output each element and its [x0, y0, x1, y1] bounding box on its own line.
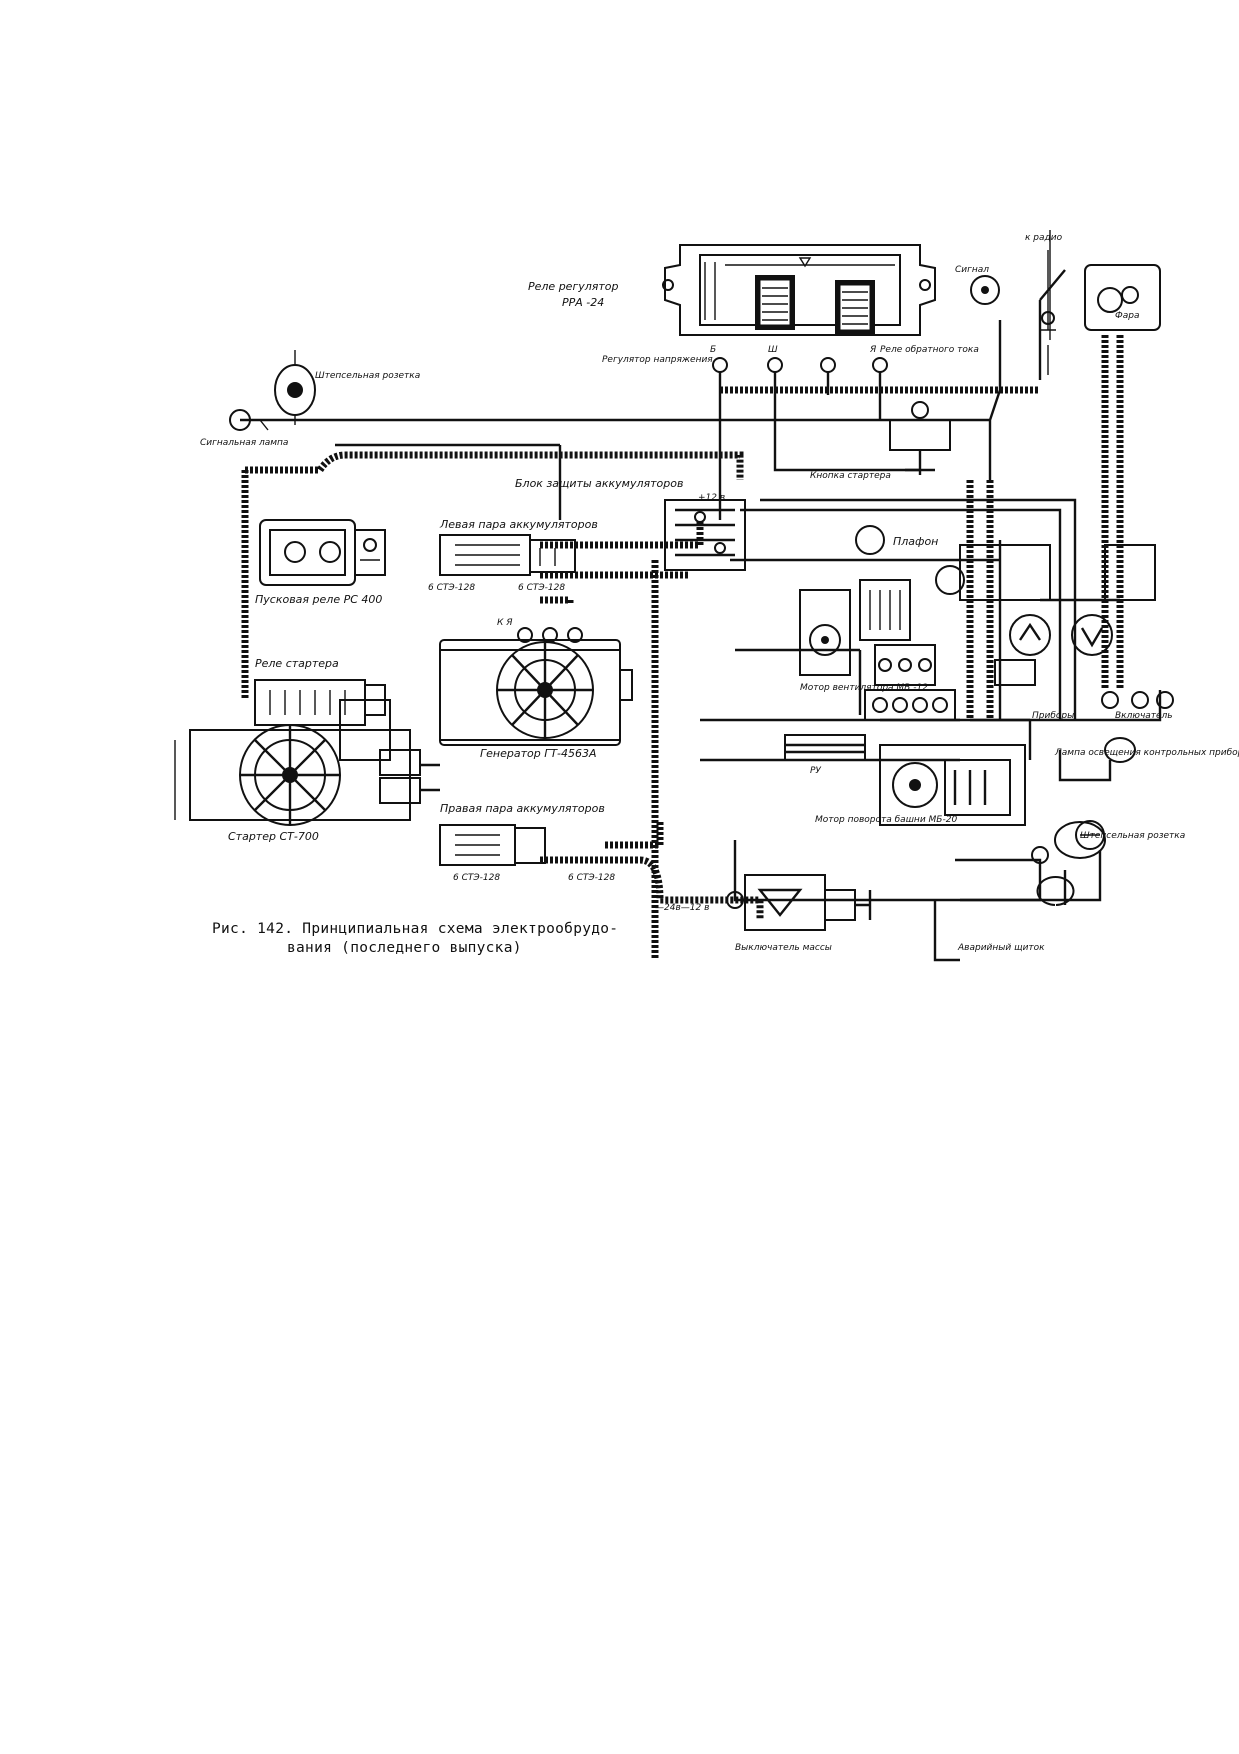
label-terminal-b: Б	[710, 345, 716, 355]
starter-group	[174, 679, 440, 826]
label-battery-switch: Выключатель массы	[735, 943, 832, 953]
label-battery-6st: 6 СТЭ-128	[428, 583, 475, 593]
label-left-battery-pair: Левая пара аккумуляторов	[439, 518, 598, 531]
label-to-radio: к радио	[1025, 233, 1063, 243]
label-sign-vklyuchatel: Включатель	[1115, 711, 1173, 721]
label-battery-6st-d: 6 СТЭ-128	[568, 873, 615, 883]
label-reverse-current-relay: Реле обратного тока	[880, 345, 979, 355]
label-start-relay: Пусковая реле РС 400	[255, 593, 382, 606]
start-relay	[259, 519, 386, 586]
figure-caption: Рис. 142. Принципиальная схема электрооб…	[212, 920, 732, 958]
label-test-socket-2: Штепсельная розетка	[1080, 831, 1185, 841]
label-sign-pribory: Приборы	[1032, 711, 1074, 721]
label-instrument-lamp: Лампа освещения контрольных приборов	[1054, 748, 1239, 758]
battery-protection-block	[664, 499, 746, 571]
label-turret-motor: Мотор поворота башни МБ-20	[815, 815, 957, 825]
label-ru: РУ	[810, 766, 821, 776]
instrument-panel	[959, 544, 1174, 709]
label-plus-12v: +12 в	[698, 493, 725, 503]
label-terminal-sh: Ш	[768, 345, 778, 355]
label-battery-protection: Блок защиты аккумуляторов	[515, 477, 683, 490]
headlight-group	[970, 250, 1161, 375]
label-battery-6st-c: 6 СТЭ-128	[453, 873, 500, 883]
label-starter-relay: Реле стартера	[255, 657, 339, 670]
right-battery-pair	[439, 824, 546, 866]
label-starter-button: Кнопка стартера	[810, 471, 891, 481]
left-battery-pair	[439, 534, 576, 576]
label-signal-lamp: Сигнальная лампа	[200, 438, 288, 448]
label-test-socket: Штепсельная розетка	[315, 371, 420, 381]
label-plafond: Плафон	[893, 535, 938, 548]
label-fan-motor: Мотор вентилятора МВ -12	[800, 683, 928, 693]
label-right-battery-pair: Правая пара аккумуляторов	[440, 802, 605, 815]
test-socket-top	[229, 350, 316, 431]
caption-line-1: Рис. 142. Принципиальная схема электрооб…	[212, 921, 619, 937]
relay-regulator	[662, 244, 936, 373]
label-signal: Сигнал	[955, 265, 989, 275]
label-terminal-ya: Я	[869, 345, 876, 355]
label-starter: Стартер СТ-700	[228, 830, 319, 843]
label-headlight: Фара	[1115, 311, 1140, 321]
caption-line-2: вания (последнего выпуска)	[287, 940, 522, 956]
diagram-labels: Реле регулятор РРА -24 Регулятор напряже…	[200, 233, 1239, 953]
label-generator-terminals: К Я	[497, 618, 513, 628]
starter-button	[889, 401, 951, 475]
fan-motor	[784, 525, 965, 761]
label-battery-6st-b: 6 СТЭ-128	[518, 583, 565, 593]
label-voltage-note: —24в—12 в	[655, 903, 709, 913]
turret-motor	[879, 744, 1026, 826]
battery-switch	[726, 874, 872, 931]
label-relay-regulator-model: РРА -24	[562, 296, 604, 309]
label-voltage-regulator: Регулятор напряжения	[602, 355, 713, 365]
label-generator: Генератор ГТ-4563А	[480, 747, 597, 760]
label-relay-regulator: Реле регулятор	[528, 280, 619, 293]
generator	[439, 627, 633, 746]
emergency-shield	[1031, 737, 1136, 906]
label-emergency-shield: Аварийный щиток	[957, 943, 1045, 953]
